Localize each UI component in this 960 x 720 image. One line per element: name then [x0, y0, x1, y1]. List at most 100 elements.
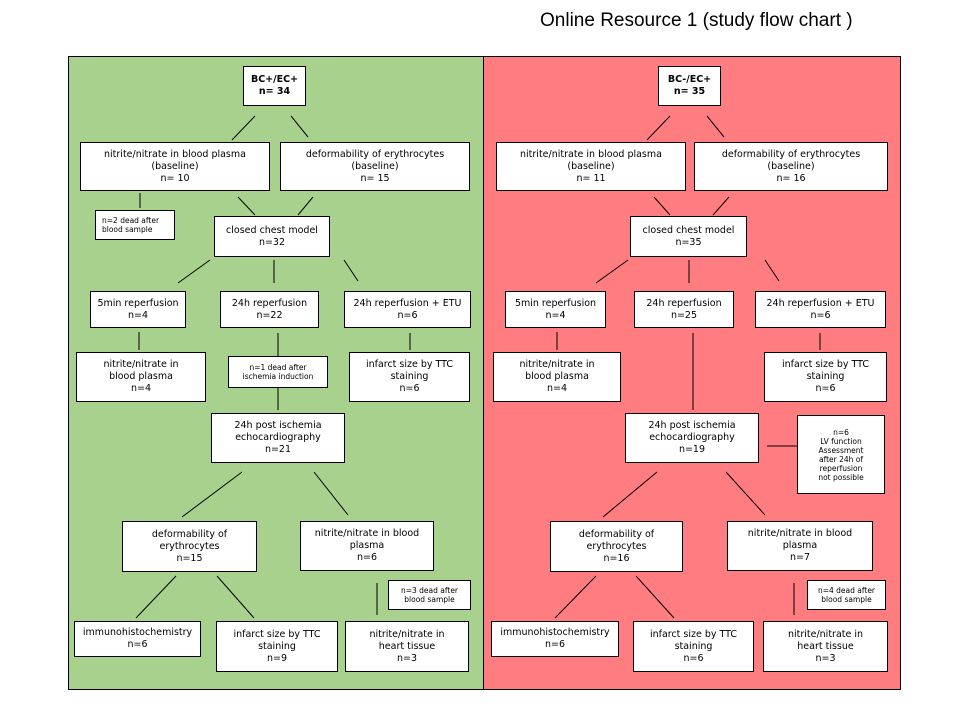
node-text-line: nitrite/nitrate in blood plasma [104, 148, 246, 160]
node-text-line: erythrocytes [586, 540, 647, 552]
node-text-line: heart tissue [378, 640, 436, 652]
node-text-line: (baseline) [351, 160, 399, 172]
node-text-line: nitrite/nitrate in [519, 359, 595, 370]
node-text-line: 24h reperfusion [231, 297, 308, 309]
node-text-line: n= 15 [360, 172, 390, 184]
node-text-line: (baseline) [567, 160, 615, 172]
node-text-line: erythrocytes [159, 540, 220, 552]
node-text-line: ischemia induction [242, 372, 314, 381]
node-text-line: blood plasma [109, 371, 173, 382]
node-text-line: n= 35 [673, 86, 706, 97]
node-text-line: Assessment [818, 445, 864, 455]
node-text-line: staining [806, 371, 845, 382]
node-text-line: n=22 [256, 309, 283, 321]
node-text-line: 24h reperfusion [646, 297, 722, 309]
deformability-baseline-node: deformability of erythrocytes(baseline)n… [280, 142, 470, 191]
node-text-line: staining [258, 640, 296, 652]
nitrite-baseline-node: nitrite/nitrate in blood plasma(baseline… [80, 142, 270, 191]
node-text-line: LV function [820, 436, 862, 446]
node-text-line: n=3 [815, 652, 836, 664]
node-text-line: n=6 [127, 639, 148, 650]
chart-title: Online Resource 1 (study flow chart ) [540, 10, 853, 31]
node-text-line: n=4 [127, 309, 149, 321]
node-text-line: n=6 [544, 639, 566, 650]
node-text-line: 24h reperfusion + ETU [353, 297, 462, 309]
node-text-line: echocardiography [235, 432, 321, 443]
node-text-line: n= 10 [160, 172, 190, 184]
node-text-line: infarct size by TTC [781, 359, 870, 370]
node-text-line: closed chest model [642, 224, 735, 236]
node-text-line: echocardiography [649, 432, 735, 443]
node-text-line: n=3 dead after [400, 586, 459, 595]
node-text-line: n=1 dead after [249, 363, 307, 372]
node-text-line: deformability of erythrocytes [721, 148, 861, 160]
node-text-line: BC+/EC+ [250, 74, 299, 85]
node-text-line: n=4 [130, 383, 152, 394]
node-text-line: immunohistochemistry [500, 627, 610, 638]
node-text-line: deformability of [151, 528, 228, 540]
node-text-line: blood plasma [525, 371, 589, 382]
node-text-line: n= 34 [258, 86, 291, 97]
node-text-line: n=6 [815, 383, 836, 394]
node-text-line: 5min reperfusion [97, 297, 179, 309]
node-text-line: n=4 [545, 309, 566, 321]
node-text-line: infarct size by TTC [649, 628, 738, 640]
node-text-line: n=9 [266, 652, 288, 664]
node-text-line: blood sample [821, 595, 872, 604]
node-text-line: n=6 [356, 552, 378, 563]
node-text-line: nitrite/nitrate in blood [314, 528, 420, 539]
node-text-line: not possible [818, 472, 864, 482]
node-text-line: infarct size by TTC [365, 359, 454, 370]
node-text-line: n= 16 [776, 172, 806, 184]
node-text-line: deformability of [578, 528, 655, 540]
node-text-line: staining [674, 640, 713, 652]
node-text-line: blood sample [102, 225, 153, 234]
group-node-bc-neg: BC-/EC+n= 35 [658, 66, 721, 106]
node-text-line: n=2 dead after [102, 216, 160, 225]
node-text-line: reperfusion [819, 463, 863, 473]
node-text-line: plasma [349, 540, 385, 551]
node-text-line: nitrite/nitrate in [369, 628, 445, 640]
node-text-line: closed chest model [226, 224, 318, 236]
node-text-line: 5min reperfusion [514, 297, 597, 309]
node-text-line: nitrite/nitrate in [787, 628, 864, 640]
node-text-line: nitrite/nitrate in blood plasma [520, 148, 662, 160]
node-text-line: n=6 [397, 309, 418, 321]
node-text-line: (baseline) [767, 160, 815, 172]
node-text-line: n=25 [670, 309, 698, 321]
node-text-line: n=16 [603, 552, 630, 564]
node-text-line: 24h post ischemia [648, 420, 736, 431]
node-text-line: n=6 [683, 652, 704, 664]
node-text-line: n=21 [264, 444, 292, 455]
node-text-line: plasma [782, 540, 818, 551]
node-text-line: BC-/EC+ [667, 74, 712, 85]
node-text-line: n=6 [399, 383, 420, 394]
node-text-line: n=15 [176, 552, 203, 564]
node-text-line: n=6 [810, 309, 831, 321]
node-text-line: deformability of erythrocytes [305, 148, 445, 160]
node-text-line: n=32 [258, 236, 286, 248]
